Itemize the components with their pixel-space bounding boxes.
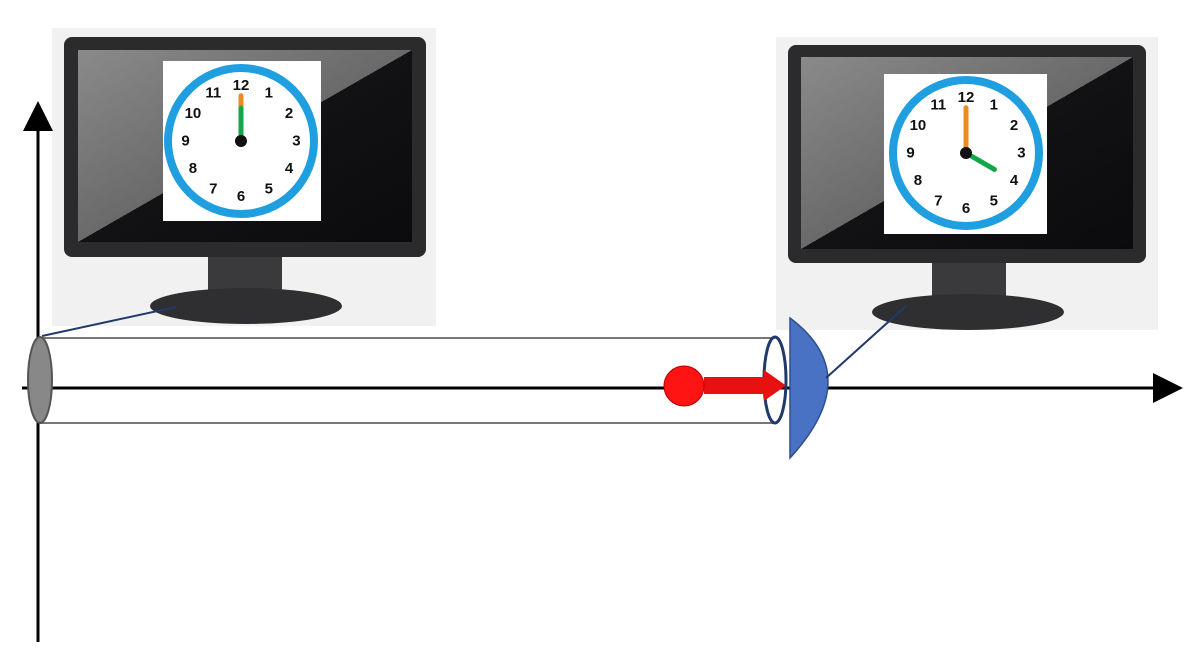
clock-numeral: 6 [962, 200, 970, 217]
clock-numeral: 3 [1017, 145, 1025, 162]
clock-numeral: 1 [990, 96, 998, 113]
clock-numeral: 3 [292, 133, 300, 150]
monitor-left-base [150, 288, 342, 324]
detector-dish-icon [789, 316, 829, 460]
clock-numeral: 6 [237, 188, 245, 205]
clock-pivot [235, 135, 247, 147]
clock-numeral: 5 [265, 181, 273, 198]
tube-source-end-icon [27, 336, 53, 424]
clock-numeral: 9 [906, 145, 914, 162]
velocity-arrow-shaft [704, 377, 766, 394]
clock-numeral: 9 [181, 133, 189, 150]
particle-icon [663, 365, 705, 407]
clock-numeral: 4 [285, 160, 294, 177]
velocity-arrow-icon [764, 370, 786, 401]
tube [27, 335, 788, 425]
clock-numeral: 10 [185, 105, 202, 122]
clock-numeral: 12 [233, 77, 250, 94]
clock-numeral: 1 [265, 84, 273, 101]
clock-numeral: 12 [958, 89, 975, 106]
connector-right [825, 305, 907, 379]
clock-numeral: 10 [910, 117, 927, 134]
clock-numeral: 11 [930, 96, 946, 113]
clock-numeral: 5 [990, 193, 998, 210]
clock-numeral: 2 [285, 105, 293, 122]
clock-numeral: 4 [1010, 172, 1019, 189]
clock-numeral: 11 [205, 84, 221, 101]
connector-left [41, 306, 177, 337]
clock-numeral: 8 [914, 172, 922, 189]
clock-numeral: 7 [209, 181, 217, 198]
clock-numeral: 2 [1010, 117, 1018, 134]
clock-numeral: 7 [934, 193, 942, 210]
clock-numeral: 8 [189, 160, 197, 177]
clock-pivot [960, 147, 972, 159]
monitor-right-base [872, 294, 1064, 330]
